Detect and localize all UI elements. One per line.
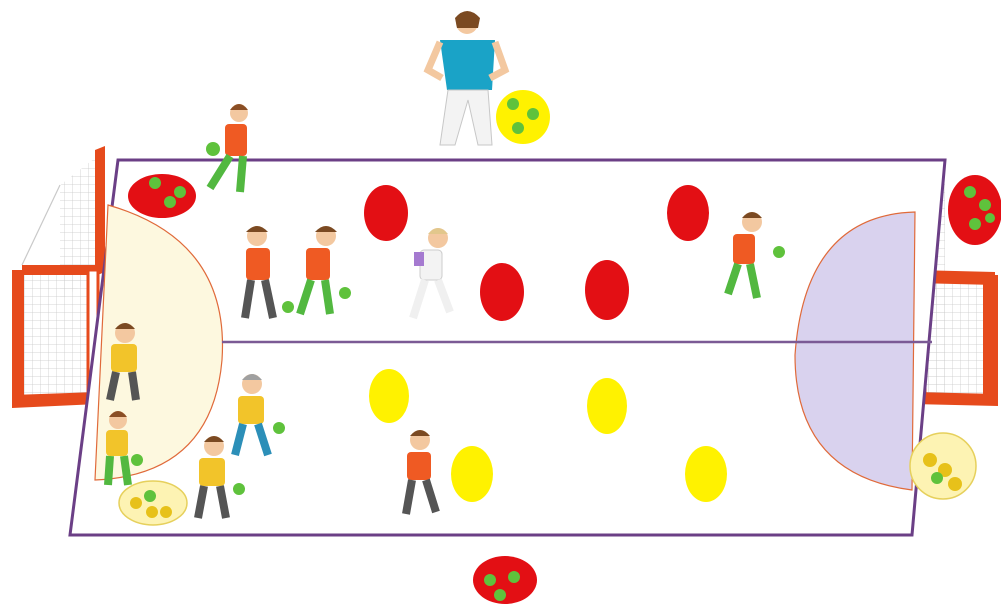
red-spot [667, 185, 709, 241]
ball-basket-yellow-top [496, 90, 550, 144]
ball-basket-yellow-right [910, 433, 976, 499]
ball-basket-yellow-left [119, 481, 187, 525]
ball-basket-red-right [948, 175, 1001, 245]
red-spot [585, 260, 629, 320]
yellow-spot [587, 378, 627, 434]
yellow-spot [685, 446, 727, 502]
scene-type: sports-drill-illustration [0, 0, 1, 1]
ball-basket-red-left [128, 174, 196, 218]
red-spot [364, 185, 408, 241]
ball-basket-red-bottom [473, 556, 537, 604]
red-spot [480, 263, 524, 321]
coach-figure [428, 11, 505, 145]
yellow-spot [451, 446, 493, 502]
yellow-spot [369, 369, 409, 423]
